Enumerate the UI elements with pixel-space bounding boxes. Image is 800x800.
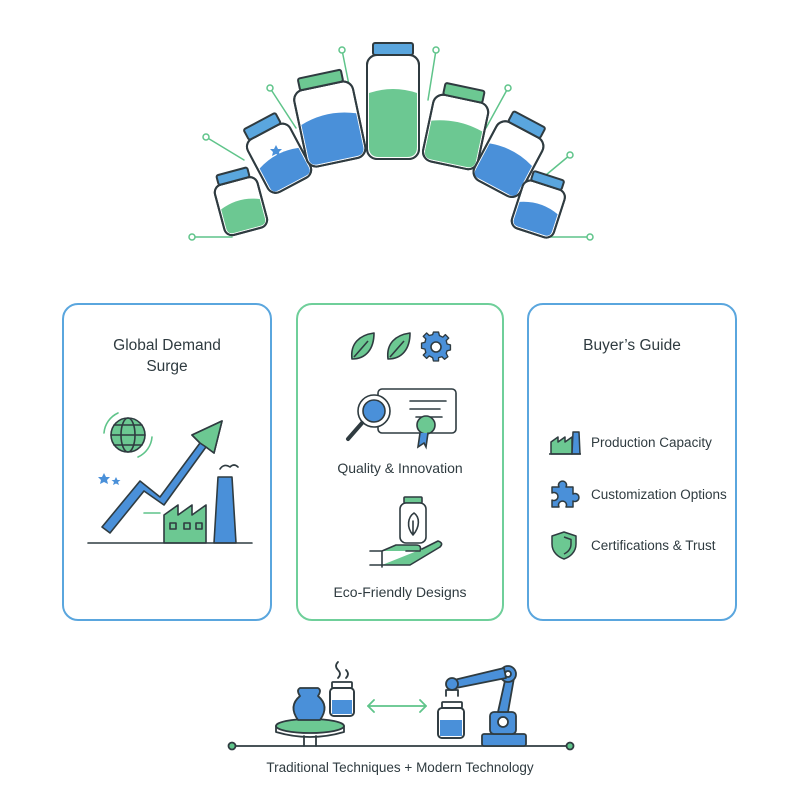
title-line-2: Surge — [146, 358, 188, 375]
tradition-technology-illustration — [227, 661, 575, 751]
jar-3 — [293, 68, 367, 168]
certificate-magnifier-icon — [346, 388, 457, 450]
jar-1 — [213, 166, 269, 237]
leaf-icon — [386, 332, 411, 360]
shield-icon — [551, 531, 577, 560]
jar-arc-illustration — [188, 42, 594, 241]
factory-icon — [163, 464, 239, 544]
growth-chart-icon — [87, 412, 253, 544]
jar-6 — [472, 110, 546, 198]
jar-7 — [510, 170, 566, 239]
title-line-1: Global Demand — [113, 337, 221, 354]
gear-icon — [420, 331, 452, 362]
quality-innovation-label: Quality & Innovation — [337, 460, 463, 476]
jar-5 — [421, 82, 490, 171]
guide-item-label: Customization Options — [591, 486, 727, 502]
guide-item-customization-options: Customization Options — [549, 479, 727, 509]
small-jar-icon — [329, 661, 355, 717]
leaf-icon — [350, 332, 375, 360]
puzzle-icon — [551, 480, 580, 508]
pottery-wheel-icon — [275, 687, 345, 747]
exchange-arrow-icon — [367, 699, 427, 713]
leaf-gear-icons — [350, 331, 452, 362]
sparkle-icon — [270, 145, 289, 159]
card-title-global-demand: Global Demand Surge — [64, 335, 270, 377]
card-title-buyers-guide: Buyer’s Guide — [583, 337, 681, 354]
guide-item-certifications-trust: Certifications & Trust — [549, 530, 716, 560]
hand-jar-eco-icon — [369, 496, 443, 568]
footer-caption: Traditional Techniques + Modern Technolo… — [266, 760, 534, 775]
card-quality-eco: Quality & Innovation Eco-Friendly Design… — [296, 303, 504, 621]
card-global-demand: Global Demand Surge — [62, 303, 272, 621]
guide-item-label: Production Capacity — [591, 434, 712, 450]
card-buyers-guide: Buyer’s Guide Production Capacity Custom… — [527, 303, 737, 621]
jar-2 — [243, 112, 313, 194]
stars-icon — [98, 473, 121, 485]
guide-item-label: Certifications & Trust — [591, 537, 716, 553]
factory-icon — [549, 431, 581, 455]
robot-arm-icon — [437, 665, 527, 747]
eco-friendly-label: Eco-Friendly Designs — [333, 584, 467, 600]
globe-icon — [103, 412, 153, 458]
jar-4 — [366, 42, 420, 160]
guide-item-production-capacity: Production Capacity — [549, 427, 712, 457]
